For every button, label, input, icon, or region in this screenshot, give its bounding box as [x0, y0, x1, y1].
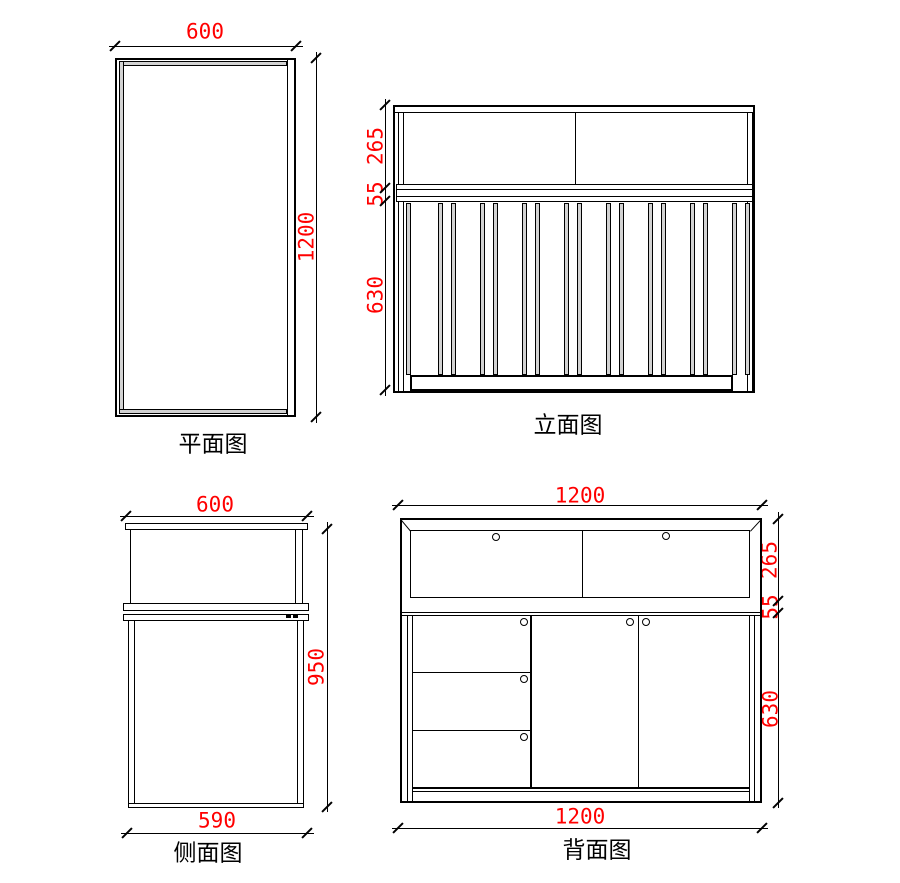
elevation-slat — [406, 203, 411, 375]
plan-width-dimension: 600 — [186, 19, 224, 44]
elevation-slat — [451, 203, 456, 375]
side-right-leg-line-2 — [303, 621, 304, 803]
back-base-dim-line — [392, 828, 768, 829]
back-door-divider — [638, 615, 639, 787]
back-left-frame-line-2 — [412, 615, 413, 803]
knob-circle — [642, 618, 650, 626]
elevation-slat — [732, 203, 737, 375]
knob-circle — [626, 618, 634, 626]
elevation-slat — [522, 203, 527, 375]
elevation-slat — [493, 203, 498, 375]
plan-depth-dim-line — [316, 52, 317, 423]
knob-circle — [492, 533, 500, 541]
elevation-outline — [393, 105, 755, 393]
back-showcase-frame — [410, 530, 750, 598]
back-drawer-divider-2 — [413, 730, 530, 731]
elevation-slat — [577, 203, 582, 375]
side-hardware-mark — [286, 615, 291, 618]
back-counter-line-1 — [402, 612, 760, 613]
side-right-leg-line-1 — [297, 621, 298, 803]
elevation-left-frame-line-1 — [398, 112, 399, 391]
plan-frame-strip-top — [119, 61, 287, 66]
elevation-slat — [745, 203, 750, 375]
back-width-dim-line — [392, 505, 768, 506]
elevation-slat — [690, 203, 695, 375]
elevation-slat — [619, 203, 624, 375]
side-counter-band-2 — [123, 614, 309, 621]
side-left-leg-line-1 — [128, 621, 129, 803]
elevation-slat — [480, 203, 485, 375]
elevation-slat — [648, 203, 653, 375]
side-width-dimension: 600 — [196, 492, 234, 517]
side-width-dim-line — [120, 516, 314, 517]
elevation-slat — [564, 203, 569, 375]
plan-outline — [115, 58, 296, 417]
elevation-slat — [606, 203, 611, 375]
knob-circle — [662, 532, 670, 540]
side-height-dim-line — [327, 522, 328, 812]
elevation-slat — [661, 203, 666, 375]
elevation-showcase-height-dimension: 265 — [363, 127, 388, 165]
elevation-left-frame-line-2 — [403, 112, 404, 391]
side-lid — [125, 523, 308, 530]
side-height-dimension: 950 — [304, 648, 329, 686]
side-glass-left-line — [130, 530, 131, 603]
elevation-view-title: 立面图 — [533, 412, 603, 439]
elevation-lid-line — [395, 112, 753, 113]
back-plinth-line-2 — [413, 791, 749, 792]
elevation-slat — [703, 203, 708, 375]
plan-width-dim-line — [109, 46, 303, 47]
knob-circle — [520, 733, 528, 741]
elevation-base-height-dimension: 630 — [363, 276, 388, 314]
plan-inner-right-line — [287, 58, 288, 417]
elevation-slat — [535, 203, 540, 375]
elevation-glass-divider — [575, 113, 576, 184]
side-left-leg-line-2 — [134, 621, 135, 803]
back-right-frame-line-1 — [749, 615, 750, 803]
plan-frame-strip-left — [119, 61, 124, 414]
side-base-width-dimension: 590 — [198, 808, 236, 833]
plan-view-title: 平面图 — [178, 431, 248, 458]
back-width-dimension: 1200 — [554, 483, 606, 508]
back-left-frame-line-1 — [407, 615, 408, 803]
side-counter-band-1 — [123, 603, 309, 611]
plan-frame-strip-bottom — [119, 409, 287, 414]
back-drawer-divider-1 — [413, 672, 530, 673]
knob-circle — [520, 618, 528, 626]
back-sliding-panel-divider — [582, 531, 583, 598]
side-right-post-line-1 — [295, 530, 296, 603]
side-hardware-mark — [293, 615, 298, 618]
back-base-width-dimension: 1200 — [554, 804, 606, 829]
back-plinth-line-1 — [413, 787, 749, 789]
side-right-post-line-2 — [302, 530, 303, 603]
elevation-counter-band — [396, 184, 753, 202]
back-view-title: 背面图 — [562, 837, 632, 864]
elevation-bottom-rail — [410, 375, 733, 391]
elevation-slat — [438, 203, 443, 375]
back-counter-line-2 — [402, 615, 760, 616]
knob-circle — [520, 675, 528, 683]
back-height-dim-line — [778, 512, 779, 808]
elevation-dim-line — [385, 99, 386, 396]
elevation-right-frame-line-2 — [752, 112, 753, 391]
back-drawer-column-line — [530, 615, 532, 787]
side-view-title: 侧面图 — [173, 840, 243, 867]
elevation-counter-line-1 — [396, 189, 753, 190]
back-right-frame-line-2 — [754, 615, 755, 803]
elevation-counter-line-2 — [396, 196, 753, 197]
plan-depth-dimension: 1200 — [294, 211, 319, 263]
side-bottom-rail — [128, 803, 304, 808]
side-base-dim-line — [121, 833, 314, 834]
